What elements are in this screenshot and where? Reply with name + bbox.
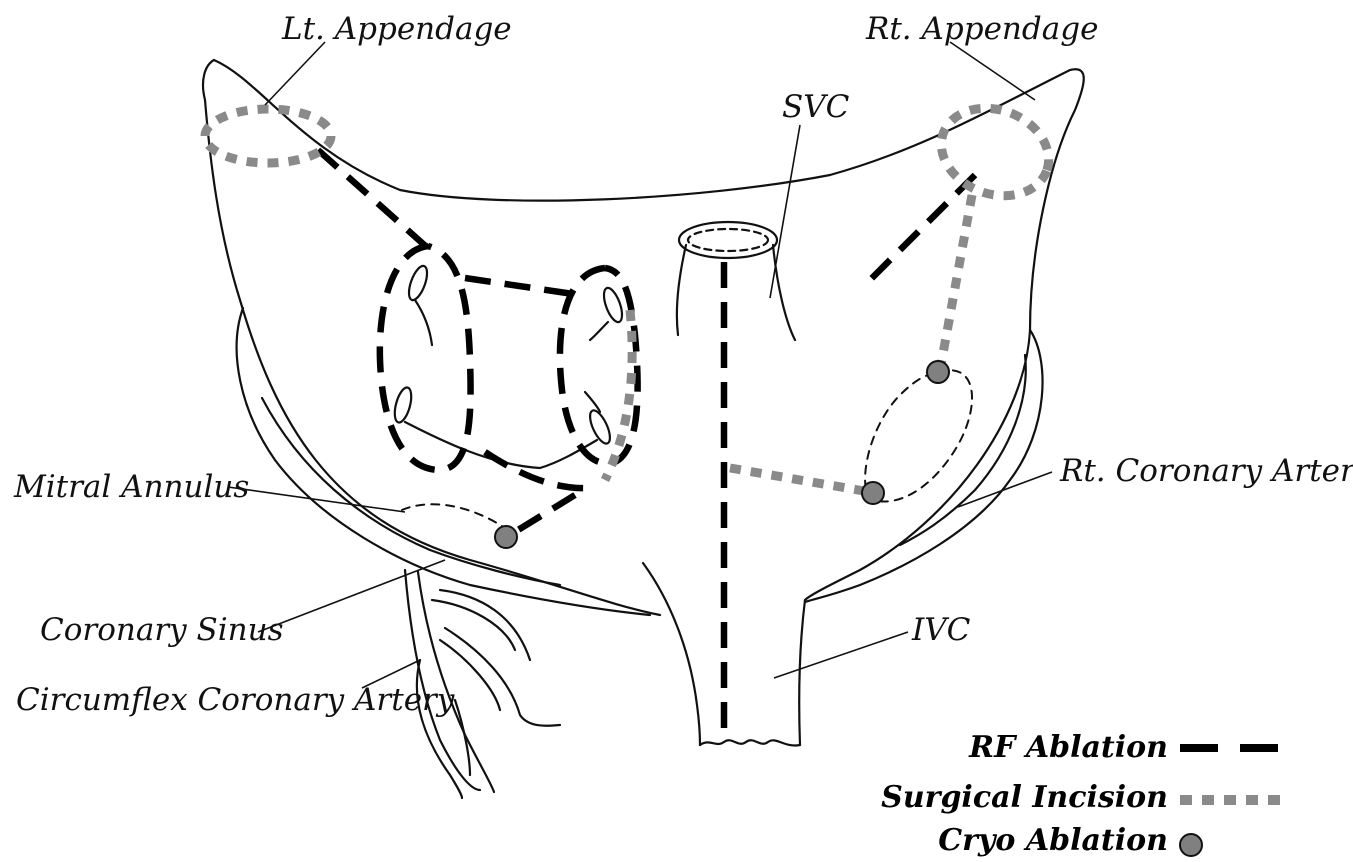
- incision-lt-appendage: [205, 109, 331, 163]
- pulmonary-vein-2: [392, 386, 415, 424]
- pulmonary-vein-1: [405, 264, 430, 303]
- pulmonary-vein-stem-3: [590, 322, 608, 340]
- pulmonary-vein-4: [586, 408, 614, 447]
- label-rt-coronary-artery: Rt. Coronary Artery: [1060, 456, 1353, 487]
- incision-left-veins: [605, 310, 632, 480]
- label-lt-appendage: Lt. Appendage: [282, 14, 512, 45]
- cryo-region-outline: [865, 370, 972, 501]
- label-circumflex-coronary-artery: Circumflex Coronary Artery: [16, 685, 454, 716]
- leader-rt-coronary: [958, 472, 1052, 507]
- cryo-dot-mitral: [495, 526, 517, 548]
- rf-line-right-atrium: [865, 175, 975, 285]
- svc-opening-outer: [679, 222, 777, 258]
- ivc-left-wall: [643, 563, 700, 745]
- pulmonary-vein-stem-4: [585, 392, 600, 412]
- mitral-annulus-arc: [402, 504, 505, 528]
- legend-symbol-cryo-ablation: [1176, 830, 1206, 860]
- svc-opening-inner: [688, 229, 768, 251]
- pulmonary-vein-3: [600, 286, 625, 325]
- incision-rt-appendage: [929, 94, 1061, 211]
- rf-line-connector-bottom: [485, 452, 590, 488]
- label-rt-appendage: Rt. Appendage: [866, 14, 1098, 45]
- atrium-top-edge: [214, 60, 1084, 600]
- incision-svc-to-cryo: [730, 468, 870, 492]
- incision-rt-appendage-to-cryo: [940, 195, 972, 370]
- rt-coronary-outline: [805, 330, 1043, 602]
- leader-svc: [770, 125, 800, 298]
- rf-line-right-vein-encircle: [560, 268, 638, 463]
- rt-coronary-inner: [900, 355, 1026, 545]
- cryo-dot-right-bottom: [862, 482, 884, 504]
- circumflex-branch-f: [417, 660, 462, 798]
- legend-label-surgical-incision: Surgical Incision: [881, 783, 1168, 813]
- legend-symbol-rf-ablation: [1178, 738, 1288, 758]
- leader-ivc: [774, 632, 908, 678]
- ivc-bottom-edge: [700, 740, 800, 745]
- pulmonary-vein-stem-1: [415, 300, 432, 345]
- coronary-sinus-outline: [237, 308, 650, 615]
- circumflex-branch-e: [455, 700, 470, 775]
- label-mitral-annulus: Mitral Annulus: [14, 472, 249, 503]
- ivc-right-wall: [799, 600, 805, 745]
- cryo-dot-right-top: [927, 361, 949, 383]
- rf-line-connector-top: [465, 278, 580, 295]
- label-coronary-sinus: Coronary Sinus: [40, 615, 284, 646]
- leader-lt-appendage: [265, 42, 325, 105]
- label-svc: SVC: [782, 92, 849, 123]
- legend-label-rf-ablation: RF Ablation: [969, 733, 1168, 763]
- leader-rt-appendage: [950, 42, 1035, 100]
- label-ivc: IVC: [912, 615, 970, 646]
- svc-left-wall: [677, 245, 686, 335]
- circumflex-branch-d: [445, 628, 560, 726]
- leader-mitral-annulus: [228, 487, 405, 512]
- legend-symbol-surgical-incision: [1178, 790, 1293, 810]
- leader-coronary-sinus: [258, 560, 445, 632]
- rf-line-appendage-to-veins: [318, 150, 430, 250]
- legend-label-cryo-ablation: Cryo Ablation: [938, 826, 1168, 856]
